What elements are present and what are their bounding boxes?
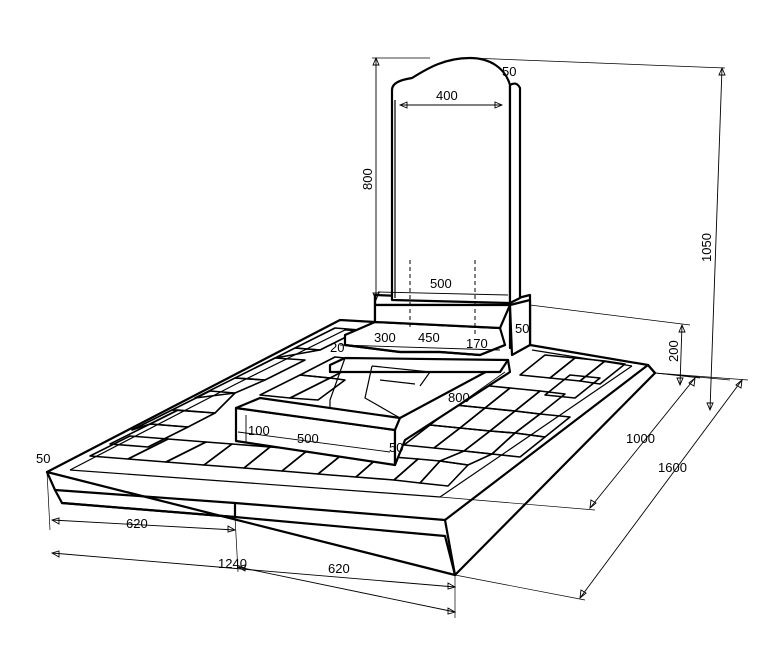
dim-slab-part-c: 170 (466, 336, 488, 351)
dim-slab-part-a: 300 (374, 330, 396, 345)
paved-platform (45, 303, 657, 577)
dim-front-total: 1240 (218, 556, 247, 571)
flower-bed-border (234, 356, 512, 467)
dimension-labels: 400 50 800 1050 500 50 200 20 300 450 17… (36, 64, 714, 576)
dim-stele-height: 800 (360, 168, 375, 190)
dim-border-length: 800 (448, 390, 470, 405)
dim-border-thickness: 50 (389, 440, 403, 455)
dim-platform-length: 1600 (658, 460, 687, 475)
dimension-lines (46, 56, 749, 618)
dim-slab-left-offset: 20 (330, 340, 344, 355)
dim-slab-part-b: 450 (418, 330, 440, 345)
dim-front-left: 620 (126, 516, 148, 531)
dim-platform-width: 1000 (626, 431, 655, 446)
dim-pedestal-thickness: 50 (515, 321, 529, 336)
dim-stele-width: 400 (436, 88, 458, 103)
dim-pedestal-width: 500 (430, 276, 452, 291)
stele (390, 56, 522, 335)
dim-curb-thickness: 50 (36, 451, 50, 466)
dim-stele-top-thickness: 50 (502, 64, 516, 79)
dim-pedestal-height: 200 (666, 340, 681, 362)
dim-border-height: 100 (248, 423, 270, 438)
dim-border-width: 500 (297, 431, 319, 446)
dim-total-height: 1050 (699, 233, 714, 262)
dim-front-right: 620 (328, 561, 350, 576)
